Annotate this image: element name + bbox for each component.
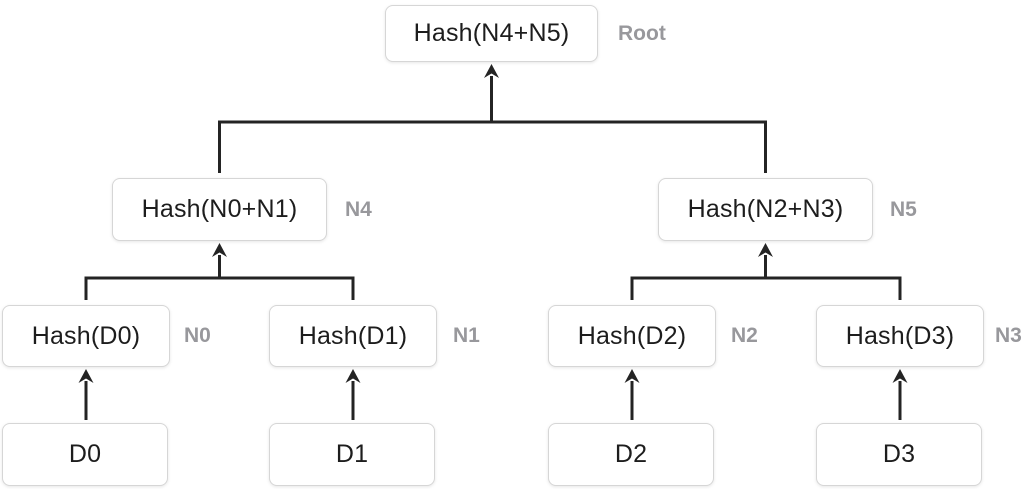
connector-n5-bus <box>630 276 902 300</box>
node-data-block-d0: D0 <box>2 423 168 486</box>
arrowhead-n4 <box>212 243 227 257</box>
node-n3-hash: Hash(D3) <box>816 305 984 367</box>
arrowhead-d2 <box>624 369 640 383</box>
node-n2-hash: Hash(D2) <box>548 305 716 367</box>
node-n0-hash: Hash(D0) <box>2 305 170 367</box>
label-root: Root <box>618 21 666 45</box>
connector-n4-bus <box>84 276 355 300</box>
label-n2: N2 <box>731 324 758 347</box>
label-n5: N5 <box>890 197 917 221</box>
node-n5-hash: Hash(N2+N3) <box>658 178 873 241</box>
arrowhead-root <box>484 64 499 78</box>
node-n4-hash: Hash(N0+N1) <box>112 178 327 241</box>
node-data-block-d2: D2 <box>548 423 714 486</box>
label-n4: N4 <box>345 197 372 221</box>
node-n1-hash: Hash(D1) <box>269 305 437 367</box>
label-n3: N3 <box>995 324 1022 347</box>
node-data-block-d1: D1 <box>269 423 435 486</box>
arrowhead-n5 <box>758 243 773 257</box>
node-root-hash: Hash(N4+N5) <box>385 5 598 62</box>
label-n1: N1 <box>453 324 480 347</box>
node-data-block-d3: D3 <box>816 423 982 486</box>
connector-root-bus <box>218 120 767 173</box>
arrowhead-d0 <box>78 369 94 383</box>
label-n0: N0 <box>184 324 211 347</box>
arrowhead-d3 <box>892 369 908 383</box>
arrowhead-d1 <box>345 369 361 383</box>
